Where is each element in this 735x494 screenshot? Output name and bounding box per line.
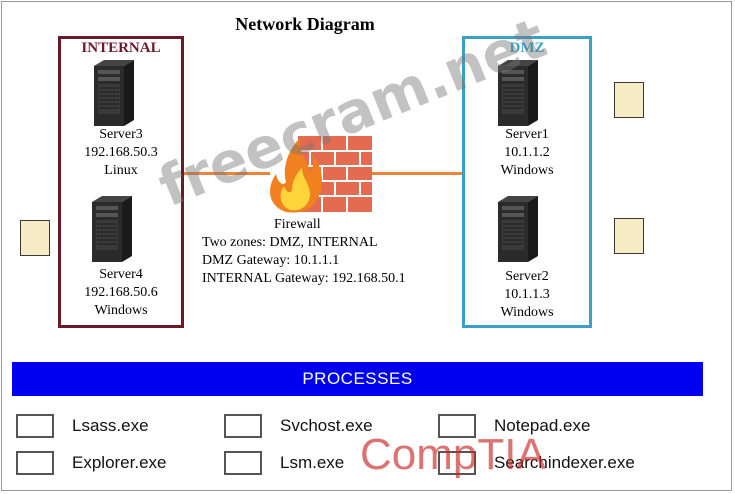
drop-slot-server1[interactable] bbox=[614, 82, 644, 118]
process-label: Lsass.exe bbox=[72, 416, 149, 435]
server4-name: Server4 bbox=[99, 267, 143, 282]
server-tower-icon bbox=[94, 60, 134, 126]
firewall-label: Firewall bbox=[274, 217, 321, 232]
server-tower-icon bbox=[498, 60, 538, 126]
process-label: Searchindexer.exe bbox=[494, 453, 635, 472]
process-checkbox[interactable] bbox=[16, 414, 54, 438]
processes-header: PROCESSES bbox=[12, 362, 703, 396]
server1-label: Server1 10.1.1.2 Windows bbox=[462, 126, 592, 180]
internal-firewall-link bbox=[184, 172, 270, 175]
process-checkbox[interactable] bbox=[16, 451, 54, 475]
server2-ip: 10.1.1.3 bbox=[504, 287, 550, 302]
dmz-zone-title: DMZ bbox=[509, 40, 545, 56]
diagram-title: Network Diagram bbox=[235, 14, 375, 34]
process-label: Explorer.exe bbox=[72, 453, 167, 472]
server3-ip: 192.168.50.3 bbox=[84, 145, 158, 160]
drop-slot-internal[interactable] bbox=[20, 220, 50, 256]
firewall-dmz-link bbox=[372, 172, 462, 175]
process-checkbox[interactable] bbox=[224, 451, 262, 475]
drop-slot-server2[interactable] bbox=[614, 218, 644, 254]
server4-label: Server4 192.168.50.6 Windows bbox=[56, 266, 186, 320]
internal-zone-title: INTERNAL bbox=[81, 40, 161, 56]
process-checkbox[interactable] bbox=[438, 451, 476, 475]
server3-os: Linux bbox=[104, 163, 138, 178]
process-label: Notepad.exe bbox=[494, 416, 591, 435]
server2-label: Server2 10.1.1.3 Windows bbox=[462, 268, 592, 322]
internal-zone: INTERNAL bbox=[58, 36, 184, 328]
process-checkbox[interactable] bbox=[438, 414, 476, 438]
server-tower-icon bbox=[92, 196, 132, 262]
server4-ip: 192.168.50.6 bbox=[84, 285, 158, 300]
dmz-gateway-text: DMZ Gateway: 10.1.1.1 bbox=[202, 253, 340, 268]
server3-name: Server3 bbox=[99, 127, 143, 142]
server1-os: Windows bbox=[500, 163, 554, 178]
process-checkbox[interactable] bbox=[224, 414, 262, 438]
server-tower-icon bbox=[498, 196, 538, 262]
internal-gateway-text: INTERNAL Gateway: 192.168.50.1 bbox=[202, 271, 406, 286]
process-label: Lsm.exe bbox=[280, 453, 345, 472]
server2-os: Windows bbox=[500, 305, 554, 320]
firewall-zones-text: Two zones: DMZ, INTERNAL bbox=[202, 235, 378, 250]
process-label: Svchost.exe bbox=[280, 416, 373, 435]
server1-ip: 10.1.1.2 bbox=[504, 145, 550, 160]
server2-name: Server2 bbox=[505, 269, 549, 284]
server4-os: Windows bbox=[94, 303, 148, 318]
firewall-info: Firewall Two zones: DMZ, INTERNAL DMZ Ga… bbox=[202, 216, 406, 288]
firewall-brick-icon bbox=[270, 136, 372, 213]
dmz-zone: DMZ bbox=[462, 36, 592, 328]
server1-name: Server1 bbox=[505, 127, 549, 142]
server3-label: Server3 192.168.50.3 Linux bbox=[56, 126, 186, 180]
